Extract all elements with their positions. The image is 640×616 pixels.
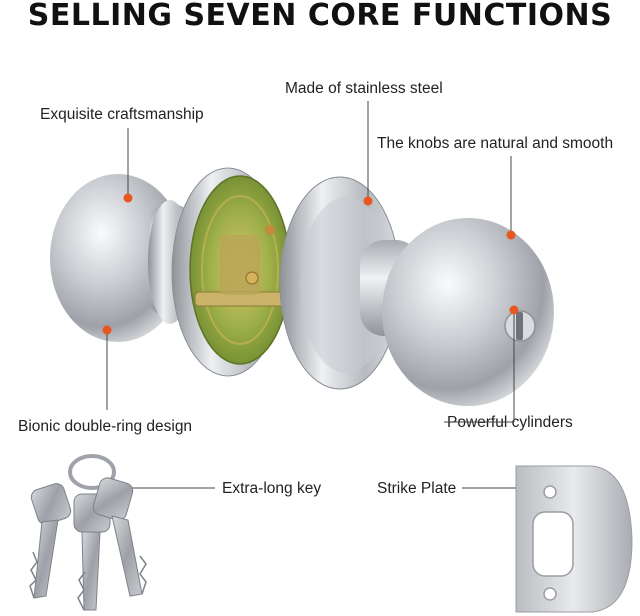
dot-smooth bbox=[506, 230, 516, 240]
label-strike-plate: Strike Plate bbox=[377, 480, 457, 497]
key-1 bbox=[29, 483, 72, 599]
strike-latch-opening bbox=[532, 511, 574, 577]
strike-screw-hole-top bbox=[543, 485, 557, 499]
leader-lines bbox=[106, 101, 519, 489]
label-exquisite-craftsmanship: Exquisite craftsmanship bbox=[40, 106, 204, 123]
key-3 bbox=[92, 477, 147, 597]
dot-bionic bbox=[102, 325, 112, 335]
page-title: SELLING SEVEN CORE FUNCTIONS bbox=[27, 0, 613, 33]
right-knob bbox=[382, 218, 554, 406]
dot-cylinders bbox=[509, 305, 519, 315]
label-stainless-steel: Made of stainless steel bbox=[285, 80, 443, 97]
lock-cylinder bbox=[504, 310, 536, 342]
door-knob-lock bbox=[50, 167, 554, 406]
label-bionic-double-ring: Bionic double-ring design bbox=[18, 418, 193, 435]
strike-screw-hole-bottom bbox=[543, 587, 557, 601]
label-extra-long-key: Extra-long key bbox=[222, 480, 322, 497]
keys bbox=[29, 454, 147, 611]
key-ring bbox=[68, 454, 116, 490]
label-knobs-smooth: The knobs are natural and smooth bbox=[377, 135, 614, 152]
strike-plate bbox=[515, 465, 633, 613]
dot-craftsmanship bbox=[123, 193, 133, 203]
dot-stainless bbox=[363, 196, 373, 206]
